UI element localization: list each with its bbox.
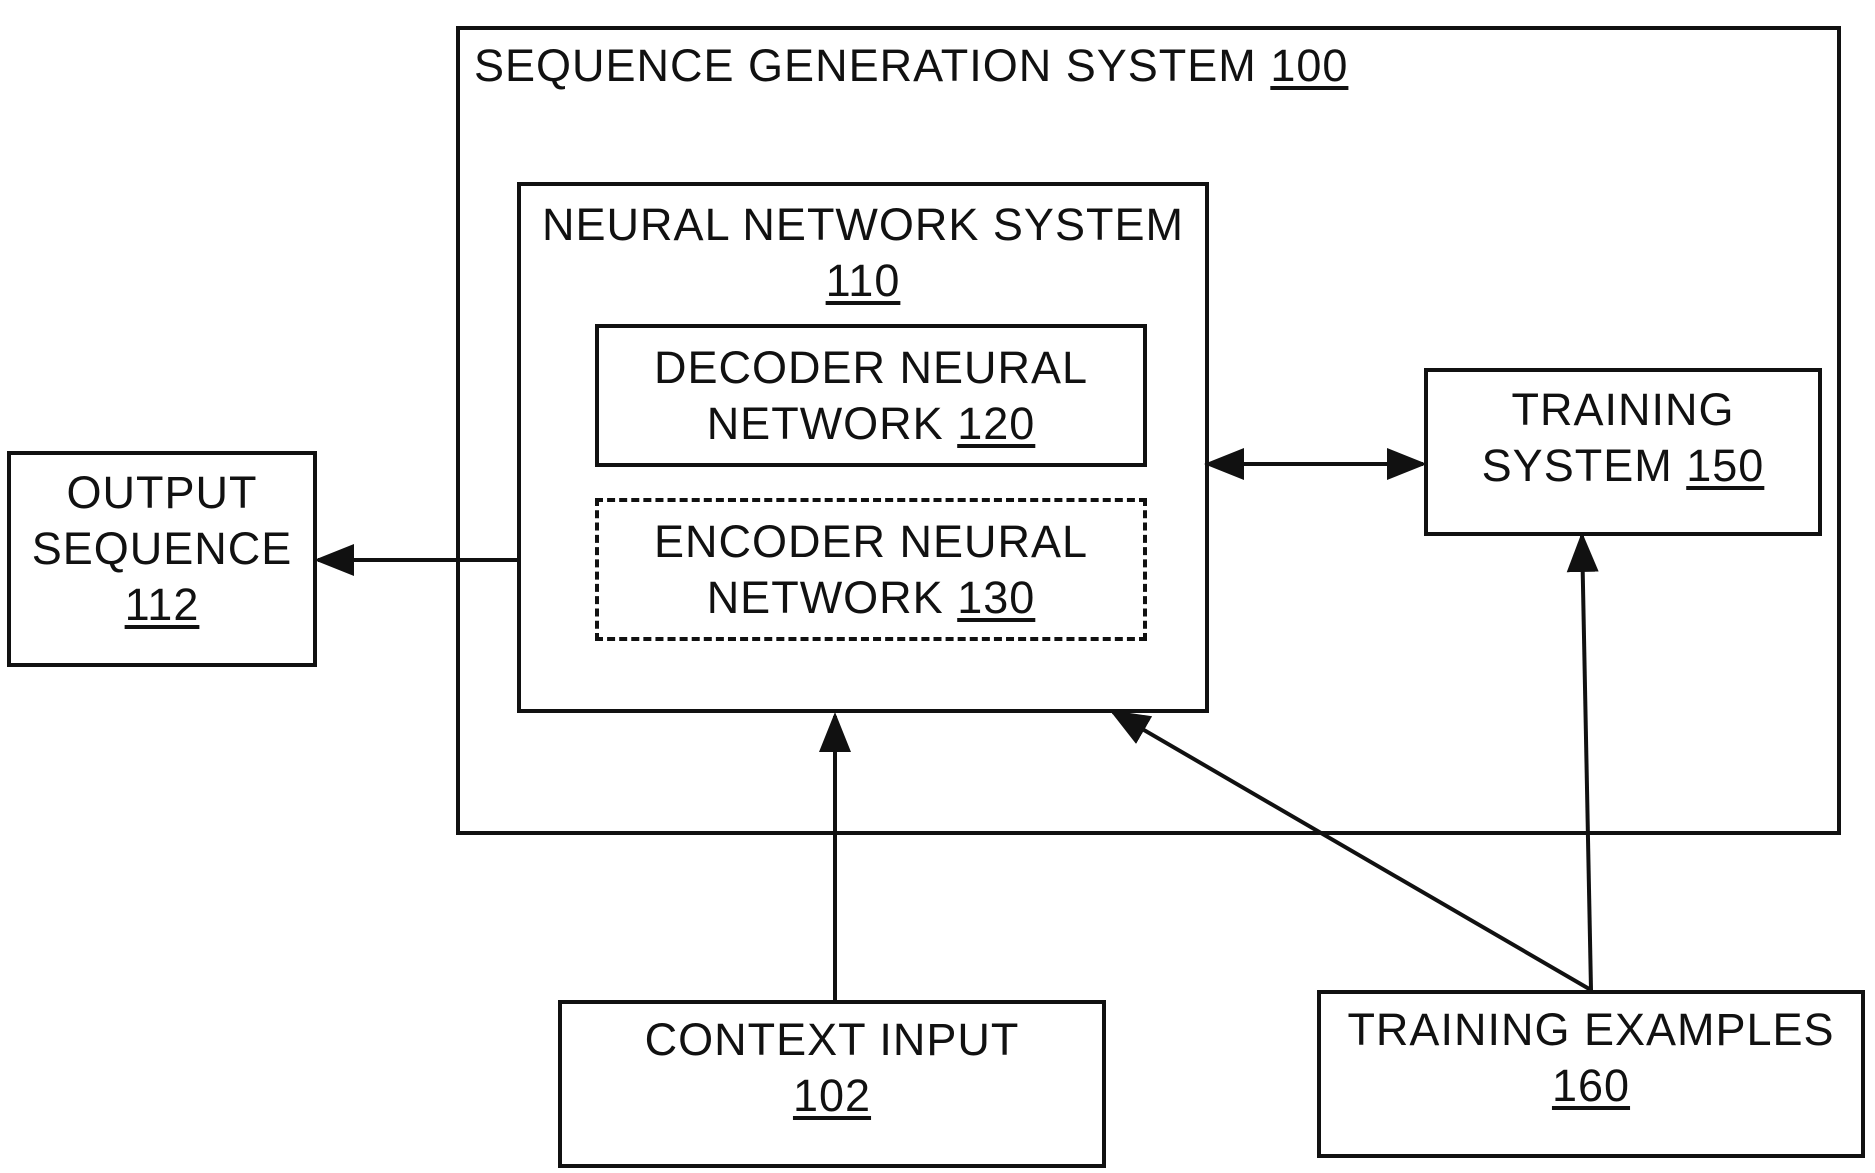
- decoder-neural-network-line1: DECODER NEURAL: [595, 340, 1147, 396]
- training-examples-ref: 160: [1552, 1060, 1630, 1111]
- encoder-neural-network-label: ENCODER NEURAL NETWORK 130: [595, 514, 1147, 626]
- decoder-neural-network-label: DECODER NEURAL NETWORK 120: [595, 340, 1147, 452]
- training-system-line1: TRAINING: [1424, 382, 1822, 438]
- context-input-ref: 102: [793, 1070, 871, 1121]
- context-input-label: CONTEXT INPUT 102: [558, 1012, 1106, 1124]
- training-system-ref: 150: [1686, 440, 1764, 491]
- training-examples-label: TRAINING EXAMPLES 160: [1317, 1002, 1865, 1114]
- training-examples-title: TRAINING EXAMPLES: [1317, 1002, 1865, 1058]
- encoder-neural-network-ref: 130: [957, 572, 1035, 623]
- neural-network-system-title: NEURAL NETWORK SYSTEM: [517, 197, 1209, 253]
- training-system-label: TRAINING SYSTEM 150: [1424, 382, 1822, 494]
- output-sequence-line1: OUTPUT: [7, 465, 317, 521]
- neural-network-system-label: NEURAL NETWORK SYSTEM 110: [517, 197, 1209, 309]
- sequence-generation-system-title: SEQUENCE GENERATION SYSTEM: [474, 40, 1257, 91]
- neural-network-system-ref: 110: [826, 255, 901, 306]
- context-input-title: CONTEXT INPUT: [558, 1012, 1106, 1068]
- decoder-neural-network-ref: 120: [957, 398, 1035, 449]
- decoder-neural-network-line2: NETWORK: [707, 398, 944, 449]
- encoder-neural-network-line1: ENCODER NEURAL: [595, 514, 1147, 570]
- sequence-generation-system-ref: 100: [1270, 40, 1348, 91]
- output-sequence-line2: SEQUENCE: [7, 521, 317, 577]
- training-system-line2: SYSTEM: [1482, 440, 1673, 491]
- output-sequence-ref: 112: [125, 579, 200, 630]
- output-sequence-label: OUTPUT SEQUENCE 112: [7, 465, 317, 633]
- encoder-neural-network-line2: NETWORK: [707, 572, 944, 623]
- sequence-generation-system-label: SEQUENCE GENERATION SYSTEM 100: [474, 38, 1348, 94]
